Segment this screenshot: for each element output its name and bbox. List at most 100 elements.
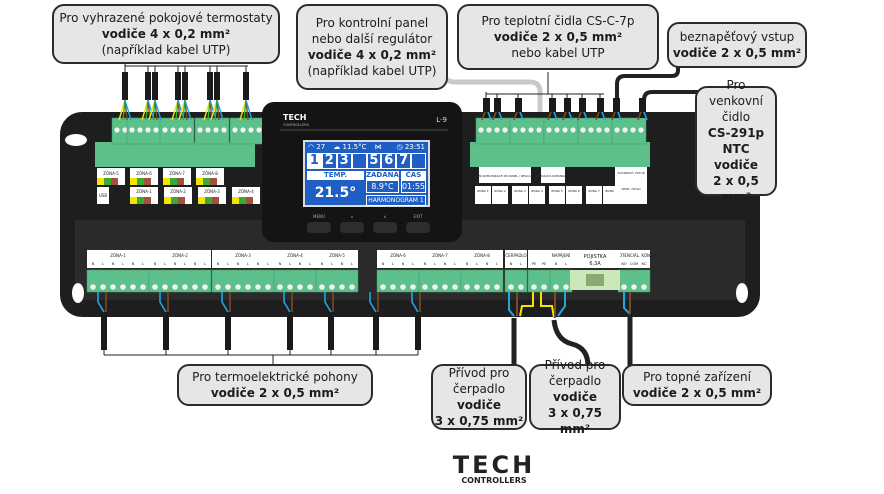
terminal-screw — [614, 127, 620, 133]
terminal-block — [315, 269, 359, 293]
zone-output-sticker — [550, 250, 572, 268]
wire — [617, 111, 622, 121]
color-swatch — [203, 178, 210, 185]
terminal-screw — [531, 284, 537, 290]
pin-label: N — [424, 262, 427, 266]
panel-button[interactable] — [373, 222, 397, 233]
color-swatch — [170, 178, 177, 185]
zone-output-label: ZÓNA-7 — [432, 253, 448, 258]
pin-label: L — [412, 262, 414, 266]
terminal-screw — [400, 284, 406, 290]
panel-button-label: MENU — [313, 214, 325, 219]
lcd-zone-cell: 7 — [396, 153, 412, 169]
terminal-screw — [129, 127, 135, 133]
pin-label: N — [382, 262, 385, 266]
terminal-screw — [170, 127, 176, 133]
panel-button[interactable] — [406, 222, 430, 233]
wire — [221, 292, 229, 313]
terminal-screw — [140, 284, 146, 290]
terminal-screw — [205, 127, 211, 133]
terminal-screw — [349, 284, 355, 290]
callout-connector-lines — [103, 62, 604, 364]
cable-jacket — [101, 312, 107, 350]
cable-jacket — [597, 98, 604, 118]
wire — [508, 292, 515, 317]
panel-button-label: ∨ — [351, 214, 354, 219]
terminal-block — [211, 269, 275, 293]
callout-voltage-free-input: beznapěťový vstup vodiče 2 x 0,5 mm² — [667, 22, 807, 68]
terminal-screw — [297, 284, 303, 290]
pin-label: L — [476, 262, 478, 266]
sensor-zone-label: ZÓNA 5 — [551, 188, 563, 193]
usb-label: USB — [99, 193, 107, 198]
terminal-screw — [494, 127, 500, 133]
cable-jacket — [373, 312, 379, 350]
pin-label: L — [247, 262, 249, 266]
zone-output-label: ZÓNA-3 — [235, 253, 251, 258]
footer-logo: TECH CONTROLLERS — [448, 451, 540, 486]
terminal-screw — [120, 284, 126, 290]
wire — [568, 111, 573, 121]
pin-label: L — [520, 262, 522, 266]
zone-output-label: ZÓNA-4 — [287, 253, 303, 258]
sensor-zone-label: ZÓNA 3 — [514, 188, 526, 193]
pin-label: L — [204, 262, 206, 266]
terminal-screw — [225, 284, 231, 290]
pin-label: N — [92, 262, 95, 266]
pin-label: N — [444, 262, 447, 266]
terminal-screw — [486, 127, 492, 133]
color-swatch — [171, 197, 178, 204]
pin-label: NC — [641, 262, 647, 266]
terminal-screw — [137, 127, 143, 133]
pin-label: L — [454, 262, 456, 266]
module-sticker — [541, 167, 565, 183]
module-label: MODULOVÁ KOMUNIKACE — [536, 173, 569, 178]
zone-sticker-label: ZÓNA-8 — [202, 171, 218, 176]
zone-output-label: ZÓNA-8 — [474, 253, 490, 258]
terminal-screw — [380, 284, 386, 290]
dry-input-label: SVORKOVÝ VSTUP — [617, 170, 644, 175]
zone-output-label: NAPÁJENÍ — [552, 253, 571, 258]
pin-label: N — [555, 262, 558, 266]
cable-jacket — [182, 72, 188, 100]
time-header: ČAS — [400, 171, 426, 180]
color-swatch — [198, 197, 205, 204]
panel-button[interactable] — [340, 222, 364, 233]
footer-logo-brand: TECH — [452, 451, 536, 479]
panel-button[interactable] — [307, 222, 331, 233]
terminal-screw — [255, 284, 261, 290]
valve-icon: ⋈ — [374, 143, 382, 151]
zone-output-sticker — [377, 250, 419, 268]
usb-sticker — [97, 187, 109, 204]
cable-jacket — [287, 312, 293, 350]
callout-room-thermostats: Pro vyhrazené pokojové termostaty vodiče… — [52, 4, 280, 64]
cable-jacket — [613, 98, 620, 118]
zone-output-label: ZÓNA-6 — [390, 253, 406, 258]
wire — [513, 111, 518, 121]
terminal-screw — [287, 284, 293, 290]
callout-heating-device: Pro topné zařízení vodiče 2 x 0,5 mm² — [622, 364, 772, 406]
cable-jacket — [225, 312, 231, 350]
sensor-zone-label: ZÓNA 1 — [477, 188, 489, 193]
terminal-screw — [536, 127, 542, 133]
sensor-zone-label: ZÓNA 6 — [568, 188, 580, 193]
color-swatch — [163, 178, 170, 185]
terminal-block — [86, 269, 150, 293]
dry-input-sticker — [615, 167, 647, 204]
terminal-screw — [213, 127, 219, 133]
terminal-screw — [464, 284, 470, 290]
terminal-screw — [122, 127, 128, 133]
zone-output-sticker — [149, 250, 211, 268]
pin-label: N — [321, 262, 324, 266]
zone-sticker-label: ZÓNA-3 — [204, 189, 220, 194]
terminal-screw — [90, 284, 96, 290]
panel-model: L-9 — [436, 116, 447, 124]
color-swatch — [144, 178, 151, 185]
wire — [611, 111, 616, 121]
zone-output-label: ZÓNA-1 — [110, 253, 126, 258]
wifi-icon: ◠ 27 — [308, 143, 326, 151]
cable-jacket — [639, 98, 646, 118]
set-temperature: 8.9°C — [365, 180, 399, 193]
pin-label: N — [174, 262, 177, 266]
lcd-zone-cell: 2 — [321, 153, 337, 169]
